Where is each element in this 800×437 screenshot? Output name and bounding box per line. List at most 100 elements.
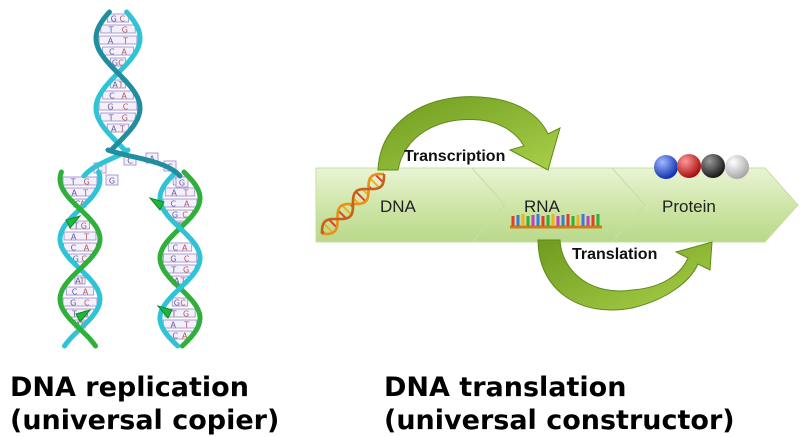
svg-text:C: C [119,15,125,24]
dna-helix-icon [320,172,386,236]
svg-text:G: G [122,26,128,35]
svg-text:A: A [108,37,114,46]
svg-text:G: G [109,177,115,186]
svg-text:A: A [83,288,89,297]
svg-text:A: A [182,332,188,341]
new-strand-arrows [65,197,173,323]
svg-text:C: C [72,288,78,297]
svg-text:G: G [70,299,76,308]
stage-label-protein: Protein [662,197,716,216]
svg-text:T: T [83,233,89,242]
svg-text:G: G [73,255,79,264]
strand-growth-arrow [65,215,82,229]
base-pair: AT [74,275,86,286]
svg-text:G: G [81,222,87,231]
svg-text:C: C [184,255,190,264]
svg-text:A: A [75,277,81,286]
svg-text:T: T [117,81,123,90]
svg-text:A: A [182,244,188,253]
svg-text:G: G [183,310,189,319]
svg-text:C: C [84,299,90,308]
svg-text:G: G [122,114,128,123]
svg-text:G: G [170,255,176,264]
svg-text:A: A [111,125,117,134]
svg-text:T: T [108,114,114,123]
svg-text:C: C [172,332,178,341]
translation-caption-line2: (universal constructor) [384,405,735,436]
svg-text:C: C [97,165,103,174]
translation-arrow [537,239,713,311]
svg-text:C: C [127,157,133,166]
stage-band-protein [610,167,799,243]
svg-text:C: C [173,244,179,253]
svg-text:G: G [111,15,117,24]
svg-text:T: T [71,310,77,319]
process-label-transcription: Transcription [404,148,505,165]
svg-text:G: G [112,59,118,68]
free-base: G [105,174,119,186]
svg-text:G: G [174,299,180,308]
svg-text:A: A [171,189,177,198]
svg-text:C: C [170,200,176,209]
svg-text:G: G [84,178,90,187]
svg-text:T: T [183,321,189,330]
svg-text:G: G [172,211,178,220]
dna-translation-figure: DNA RNA Protein Transcription Translatio… [315,96,799,311]
svg-text:T: T [170,266,176,275]
replication-caption-line2: (universal copier) [10,405,280,436]
svg-text:A: A [121,92,127,101]
stage-label-rna: RNA [524,197,561,216]
svg-text:C: C [109,92,115,101]
svg-text:T: T [170,310,176,319]
svg-text:T: T [182,189,188,198]
rna-strand-icon [510,214,602,229]
replication-caption-line1: DNA replication [10,372,249,403]
svg-text:T: T [119,125,125,134]
svg-text:A: A [72,189,78,198]
svg-text:T: T [180,277,186,286]
svg-text:C: C [123,103,129,112]
svg-text:C: C [81,255,87,264]
svg-text:A: A [84,244,90,253]
svg-text:A: A [171,321,177,330]
stage-label-dna: DNA [380,197,417,216]
svg-text:T: T [79,277,85,286]
svg-text:T: T [82,189,88,198]
protein-beads-icon [654,154,749,179]
replication-caption: DNA replication (universal copier) [10,371,279,437]
process-label-translation: Translation [572,246,657,263]
svg-text:G: G [107,103,113,112]
strand-growth-arrow [75,309,92,323]
svg-text:T: T [70,178,76,187]
svg-text:T: T [122,37,128,46]
bead-dark [701,154,725,178]
svg-text:G: G [183,266,189,275]
bead-blue [654,155,678,179]
svg-text:C: C [182,211,188,220]
transcription-arrow [377,96,561,171]
svg-text:C: C [180,299,186,308]
svg-text:A: A [184,200,190,209]
bead-white [725,155,749,179]
svg-text:A: A [174,277,180,286]
strand-growth-arrow [148,197,165,211]
dna-strands [57,9,203,349]
svg-text:T: T [108,26,114,35]
